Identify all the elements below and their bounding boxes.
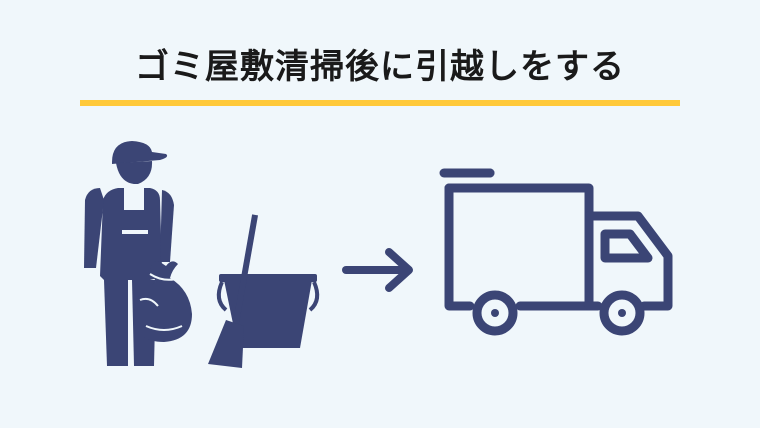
broom-icon (208, 214, 259, 368)
garbage-bag-icon (134, 261, 192, 342)
moving-truck-icon (439, 168, 673, 336)
title-underline (80, 100, 680, 106)
page-title: ゴミ屋敷清掃後に引越しをする (135, 47, 625, 87)
arrow-right-icon (342, 248, 413, 292)
